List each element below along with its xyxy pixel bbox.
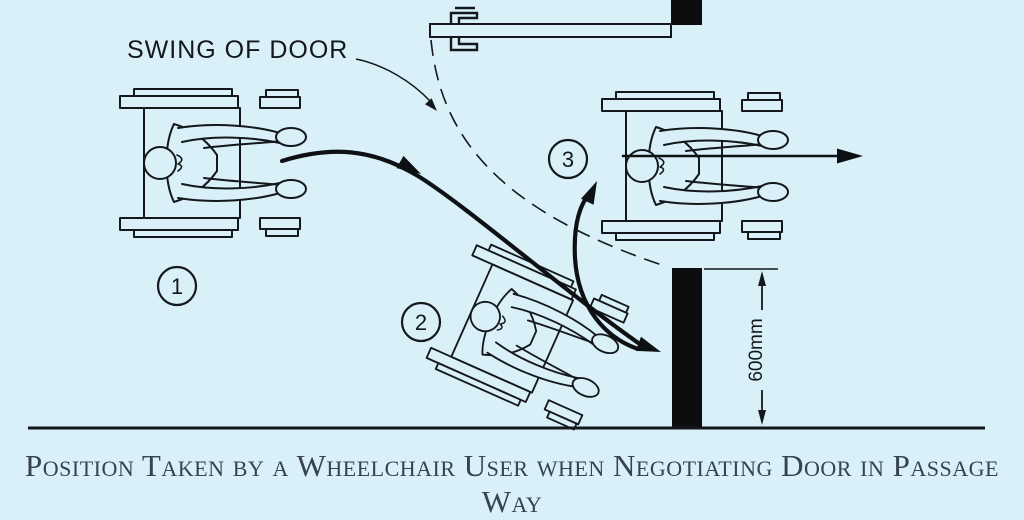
diagram-stage: SWING OF DOOR 1 2 3	[28, 0, 985, 435]
path-arrow-2-to-3	[572, 190, 641, 352]
dimension-600mm: 600mm	[704, 268, 778, 425]
swing-label-leader-arrow	[355, 58, 437, 111]
path-arrows	[279, 148, 863, 352]
path-arrow-1-to-2	[279, 149, 647, 350]
position-marker-3: 3	[547, 138, 589, 180]
figure-caption: Position Taken by a Wheelchair User when…	[25, 448, 999, 519]
arrowhead-mid-icon	[396, 155, 421, 174]
wheelchair-door-diagram: SWING OF DOOR 1 2 3	[28, 0, 985, 435]
arrowhead-2-3-icon	[581, 181, 597, 205]
leader-arrowhead-icon	[425, 98, 437, 111]
dimension-label: 600mm	[746, 318, 767, 381]
wall-segment-upper	[671, 0, 702, 25]
door-leaf	[429, 23, 672, 38]
position-marker-1: 1	[156, 265, 198, 307]
door-swing-arc	[430, 39, 666, 267]
door-assembly	[429, 0, 702, 52]
position-marker-3-label: 3	[562, 147, 574, 172]
position-marker-2: 2	[400, 301, 442, 343]
dimension-arrow-up-icon	[758, 271, 766, 286]
arrowhead-exit-icon	[837, 148, 863, 164]
arrowhead-1-2-icon	[635, 336, 661, 352]
wall-segment-lower	[672, 268, 702, 427]
position-marker-1-label: 1	[171, 274, 183, 299]
swing-of-door-label: SWING OF DOOR	[127, 36, 348, 64]
wheelchair-position-1	[119, 88, 307, 238]
wheelchair-position-3	[601, 91, 789, 241]
door-closer-detail-bottom	[449, 37, 479, 52]
dimension-arrow-down-icon	[758, 410, 766, 425]
door-closer-detail-top	[449, 6, 479, 24]
wheelchair-position-2	[423, 238, 637, 435]
position-marker-2-label: 2	[415, 310, 427, 335]
